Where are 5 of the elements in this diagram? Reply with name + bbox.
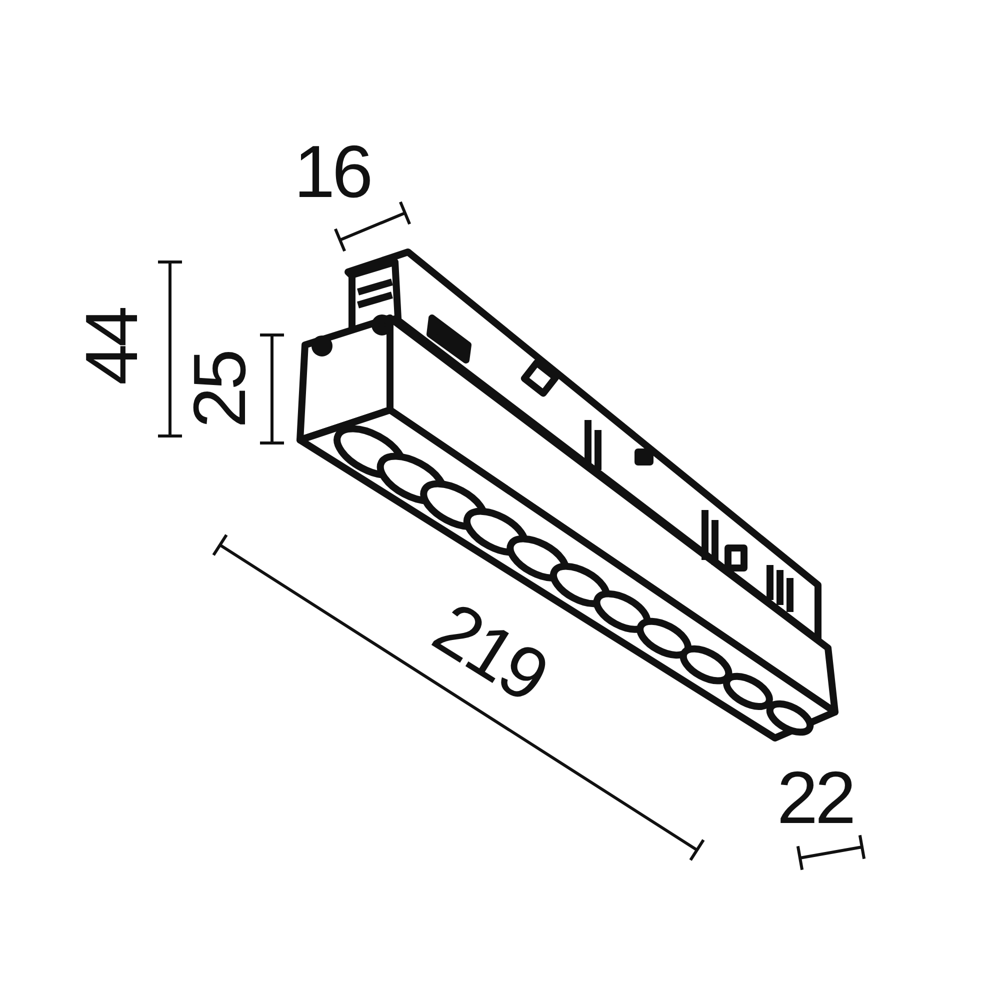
dimension-label: 219 [422, 590, 558, 714]
dimension-label: 22 [776, 761, 854, 835]
dimension-label: 25 [183, 352, 257, 428]
dimension-label: 16 [294, 135, 370, 209]
dimension-label: 44 [75, 308, 149, 386]
